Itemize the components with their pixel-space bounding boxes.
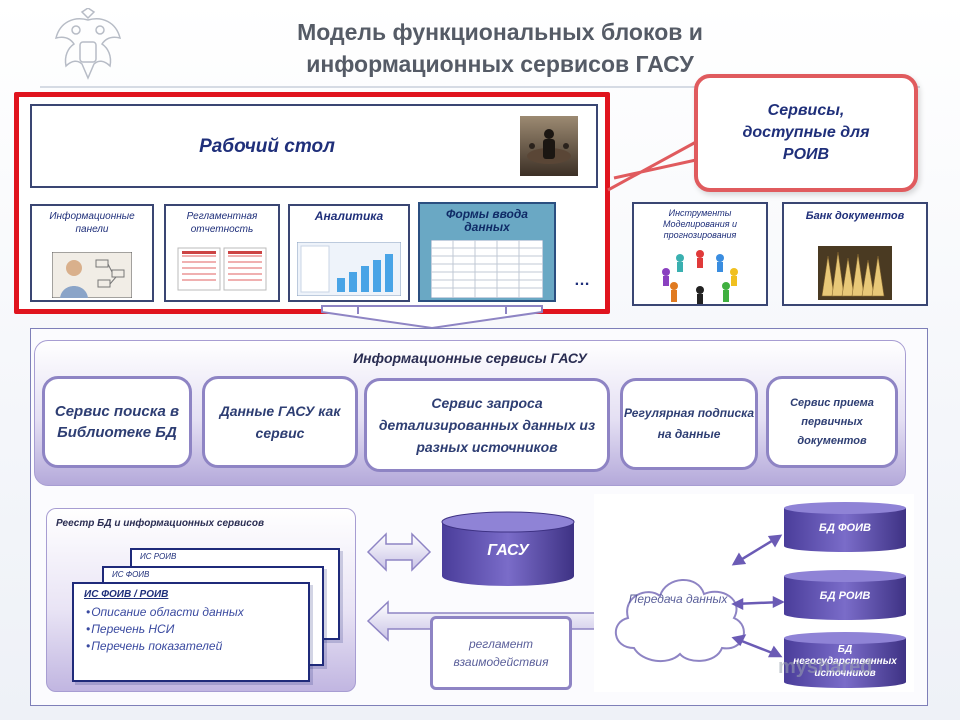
registry-card-foiv-roiv[interactable]: ИС ФОИВ / РОИВ Описание области данных П…: [72, 582, 310, 682]
tile-modeling-tools-label: Инструменты Моделирования и прогнозирова…: [662, 208, 738, 240]
tile-modeling-tools[interactable]: Инструменты Моделирования и прогнозирова…: [632, 202, 768, 306]
service-data-as-service-label: Данные ГАСУ как сервис: [219, 403, 341, 441]
registry-card-roiv-tag: ИС РОИВ: [140, 552, 177, 561]
db-foiv-label: БД ФОИВ: [819, 522, 871, 534]
service-regular-subscription-label: Регулярная подписка на данные: [623, 406, 755, 441]
db-roiv[interactable]: БД РОИВ: [782, 568, 908, 622]
tile-analytics-label: Аналитика: [314, 209, 384, 223]
analytics-chart-icon: [297, 242, 401, 296]
db-foiv[interactable]: БД ФОИВ: [782, 500, 908, 554]
roiv-callout-text: Сервисы, доступные для РОИВ: [742, 102, 870, 163]
tile-info-panels[interactable]: Информационные панели: [30, 204, 154, 302]
desktop-block[interactable]: Рабочий стол: [30, 104, 598, 188]
service-library-search-label: Сервис поиска в Библиотеке БД: [54, 403, 180, 441]
service-primary-documents-label: Сервис приема первичных документов: [790, 396, 874, 447]
information-services-title: Информационные сервисы ГАСУ: [353, 350, 587, 366]
cloud-icon: [614, 579, 745, 663]
spreadsheet-form-icon: [431, 240, 543, 298]
tile-document-bank[interactable]: Банк документов: [782, 202, 928, 306]
service-library-search[interactable]: Сервис поиска в Библиотеке БД: [42, 376, 192, 468]
tile-analytics[interactable]: Аналитика: [288, 204, 410, 302]
service-detailed-data-request[interactable]: Сервис запроса детализированных данных и…: [364, 378, 610, 472]
service-primary-documents[interactable]: Сервис приема первичных документов: [766, 376, 898, 468]
title-divider: [40, 86, 920, 88]
desktop-label: Рабочий стол: [199, 136, 335, 157]
tile-regulated-reports[interactable]: Регламентная отчетность: [164, 204, 280, 302]
db-nongovernmental[interactable]: БД негосударственных источников: [782, 630, 908, 690]
tile-input-forms[interactable]: Формы ввода данных: [418, 202, 556, 302]
file-folders-icon: [818, 246, 892, 300]
database-cylinder-icon: [784, 570, 906, 620]
registry-card-list: Описание области данных Перечень НСИ Пер…: [86, 604, 244, 655]
coat-of-arms-icon: [54, 8, 122, 80]
registry-card-front-title: ИС ФОИВ / РОИВ: [84, 589, 169, 600]
down-connector-arrow: [321, 305, 543, 330]
person-diagram-icon: [52, 252, 132, 298]
registry-title: Реестр БД и информационных сервисов: [56, 518, 264, 529]
service-detailed-data-request-label: Сервис запроса детализированных данных и…: [378, 395, 596, 455]
registry-card-foiv-tag: ИС ФОИВ: [112, 570, 150, 579]
people-circle-icon: [662, 250, 738, 304]
gasu-database[interactable]: ГАСУ: [440, 510, 576, 588]
db-roiv-label: БД РОИВ: [819, 590, 871, 602]
callout-connector: [607, 140, 697, 192]
registry-card-item: Перечень НСИ: [86, 621, 244, 638]
interaction-regulation[interactable]: регламент взаимодействия: [430, 616, 572, 690]
interaction-regulation-label: регламент взаимодействия: [453, 637, 549, 669]
database-cylinder-icon: [441, 511, 575, 586]
report-tables-icon: [177, 247, 267, 291]
roiv-callout: Сервисы, доступные для РОИВ: [694, 74, 918, 192]
registry-card-item: Описание области данных: [86, 604, 244, 621]
watermark: myshared: [778, 656, 873, 678]
tile-input-forms-label: Формы ввода данных: [446, 207, 528, 234]
more-ellipsis: …: [574, 272, 590, 289]
database-cylinder-icon: [784, 502, 906, 552]
tile-regulated-reports-label: Регламентная отчетность: [186, 211, 258, 235]
database-cylinder-icon: [784, 632, 906, 688]
data-transfer-label: Передача данных: [628, 592, 728, 606]
gasu-label: ГАСУ: [487, 542, 529, 559]
tile-info-panels-label: Информационные панели: [49, 211, 135, 235]
title-line-1: Модель функциональных блоков и: [297, 19, 703, 45]
title-line-2: информационных сервисов ГАСУ: [306, 51, 694, 77]
service-data-as-service[interactable]: Данные ГАСУ как сервис: [202, 376, 358, 468]
db-connection-arrows: [731, 534, 785, 658]
meeting-photo-icon: [520, 116, 578, 176]
registry-gasu-double-arrow: [366, 532, 432, 572]
db-nongovernmental-label: БД негосударственных источников: [793, 644, 897, 679]
registry-card-item: Перечень показателей: [86, 638, 244, 655]
service-regular-subscription[interactable]: Регулярная подписка на данные: [620, 378, 758, 470]
tile-document-bank-label: Банк документов: [805, 210, 905, 222]
page-title: Модель функциональных блоков и информаци…: [160, 16, 840, 80]
